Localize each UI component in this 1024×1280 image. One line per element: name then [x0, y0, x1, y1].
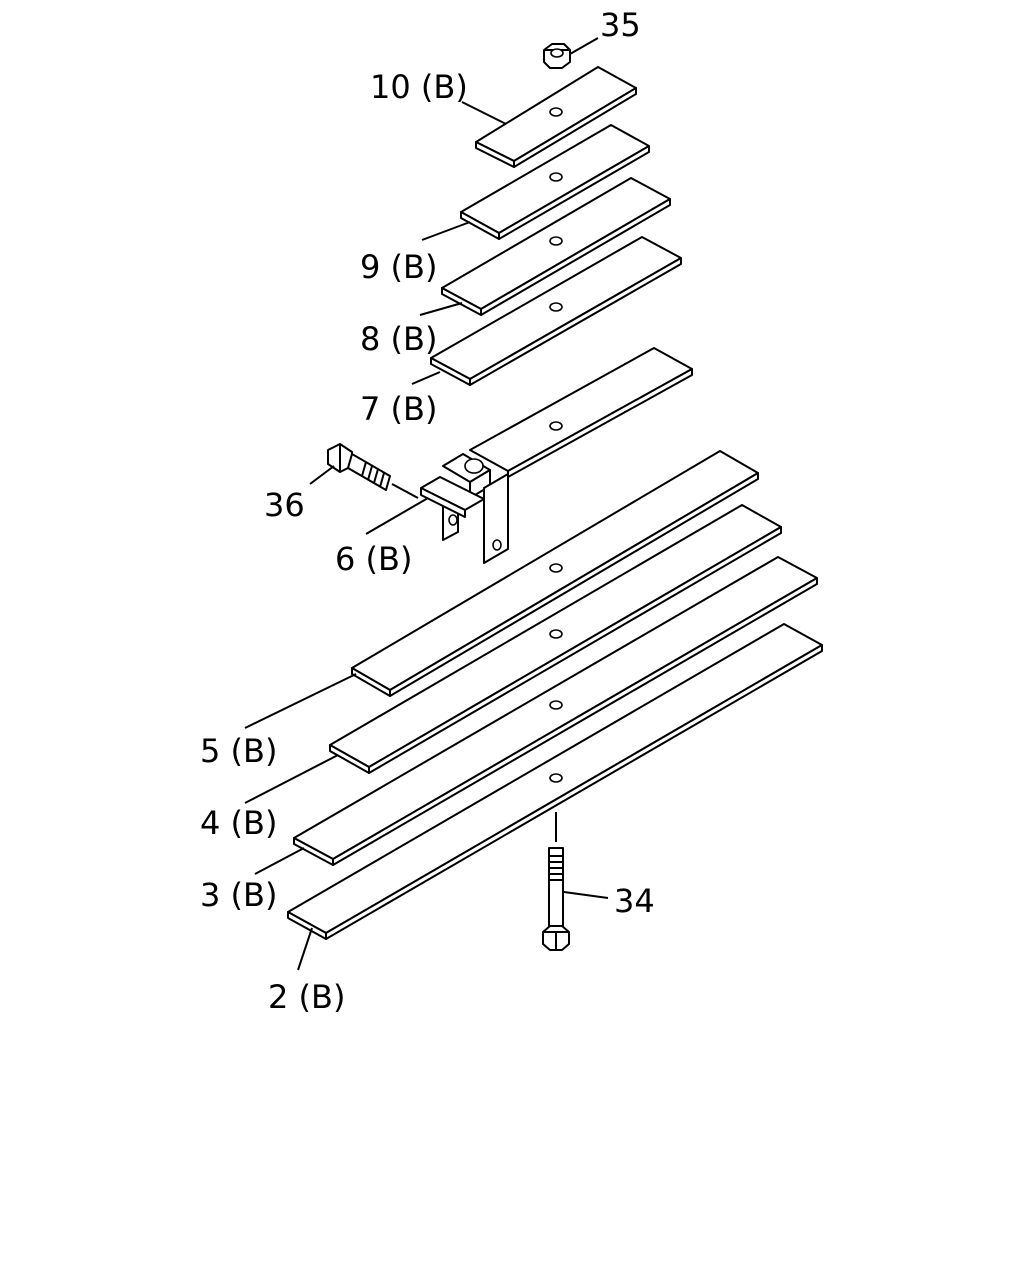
- leader-7: [411, 371, 441, 385]
- leaf-5: [351, 450, 759, 697]
- leaf-10: [475, 66, 637, 168]
- leader-36-axis: [391, 483, 419, 499]
- callout-35: 35: [600, 6, 641, 44]
- leader-8: [419, 302, 463, 316]
- leaf-8: [441, 177, 671, 316]
- leader-4: [244, 754, 339, 804]
- nut-35: [543, 43, 571, 69]
- bolt-36: [327, 443, 391, 491]
- callout-7: 7 (B): [360, 390, 437, 428]
- callout-8: 8 (B): [360, 320, 437, 358]
- callout-34: 34: [614, 882, 655, 920]
- callout-4: 4 (B): [200, 804, 277, 842]
- leaf-4: [329, 504, 782, 774]
- leader-3: [254, 847, 305, 875]
- leaf-3: [293, 556, 818, 866]
- leaf-9: [460, 124, 650, 240]
- leader-2: [297, 927, 313, 971]
- callout-9: 9 (B): [360, 248, 437, 286]
- callout-10: 10 (B): [370, 68, 468, 106]
- leader-5: [244, 673, 357, 729]
- callout-5: 5 (B): [200, 732, 277, 770]
- bolt-34: [542, 812, 570, 951]
- leaf-7: [430, 236, 682, 386]
- callout-2: 2 (B): [268, 978, 345, 1016]
- leader-34: [563, 891, 609, 899]
- callout-6: 6 (B): [335, 540, 412, 578]
- leader-36: [309, 465, 335, 485]
- leader-10: [461, 101, 507, 125]
- callout-36: 36: [264, 486, 305, 524]
- leader-6: [365, 497, 429, 535]
- callout-3: 3 (B): [200, 876, 277, 914]
- leader-35: [569, 37, 599, 55]
- leader-9: [421, 221, 471, 241]
- leaf-2: [287, 623, 823, 940]
- leaf-6: [420, 347, 693, 564]
